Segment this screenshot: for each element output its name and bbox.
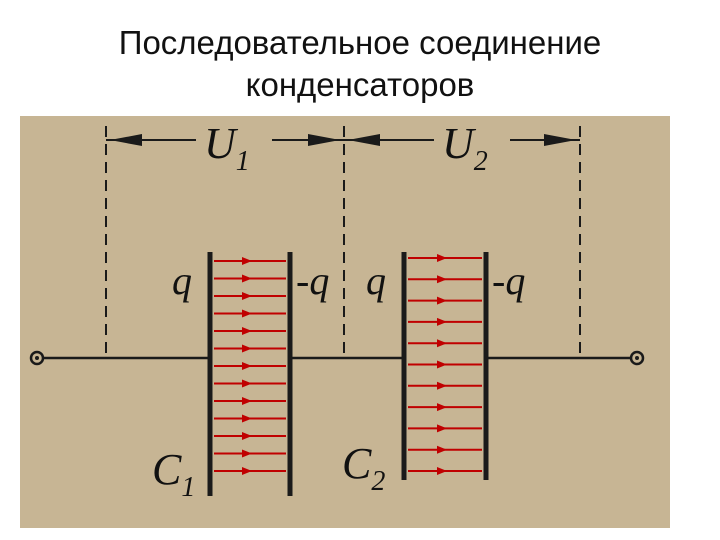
c1-field-arrow-icon — [242, 344, 252, 353]
u2-label-bg — [434, 122, 510, 174]
c2-charge-positive: q — [366, 258, 386, 303]
c1-field-arrow-icon — [242, 257, 252, 265]
c2-field-arrow-icon — [437, 381, 447, 390]
circuit-diagram: U1 U2 q -q q -q C1 C2 — [20, 116, 670, 528]
c1-charge-negative: -q — [296, 258, 329, 303]
c1-field-arrow-icon — [242, 292, 252, 300]
slide-title: Последовательное соединение конденсаторо… — [0, 22, 720, 106]
arrow-right-icon — [544, 134, 576, 146]
c1-field-lines — [214, 257, 286, 475]
dashed-lines — [105, 126, 581, 358]
c2-field-arrow-icon — [437, 254, 447, 262]
c1-field-arrow-icon — [242, 327, 252, 335]
voltage-label-u2: U2 — [442, 119, 488, 177]
c1-charge-positive: q — [172, 258, 192, 303]
terminal-left-icon — [29, 350, 45, 366]
capacitor-c2 — [401, 252, 489, 480]
c1-field-arrow-icon — [242, 274, 252, 283]
capacitor-label-c2: C2 — [342, 439, 385, 497]
c1-field-arrow-icon — [242, 379, 252, 388]
c1-field-arrow-icon — [242, 309, 252, 318]
c1-field-arrow-icon — [242, 432, 252, 440]
c1-field-arrow-icon — [242, 362, 252, 370]
capacitor-c1 — [207, 252, 293, 496]
c2-field-arrow-icon — [437, 403, 447, 412]
arrow-left-icon — [110, 134, 142, 146]
u1-label-bg — [196, 122, 272, 174]
c2-field-lines — [408, 254, 482, 475]
c1-field-arrow-icon — [242, 397, 252, 405]
c1-field-arrow-icon — [242, 449, 252, 458]
c2-field-arrow-icon — [437, 275, 447, 284]
title-line-1: Последовательное соединение — [118, 24, 602, 61]
arrow-right-icon — [308, 134, 340, 146]
arrow-left-icon — [348, 134, 380, 146]
c1-field-arrow-icon — [242, 467, 252, 475]
voltage-label-u1: U1 — [204, 119, 250, 177]
c2-field-arrow-icon — [437, 424, 447, 433]
c2-field-arrow-icon — [437, 317, 447, 326]
c1-field-arrow-icon — [242, 414, 252, 423]
c2-field-arrow-icon — [437, 339, 447, 348]
c2-charge-negative: -q — [492, 258, 525, 303]
capacitor-label-c1: C1 — [152, 445, 195, 503]
c2-field-arrow-icon — [437, 360, 447, 369]
title-line-2: конденсаторов — [245, 66, 475, 103]
c2-field-arrow-icon — [437, 467, 447, 475]
terminal-right-icon — [629, 350, 645, 366]
c2-field-arrow-icon — [437, 445, 447, 454]
c2-field-arrow-icon — [437, 296, 447, 305]
